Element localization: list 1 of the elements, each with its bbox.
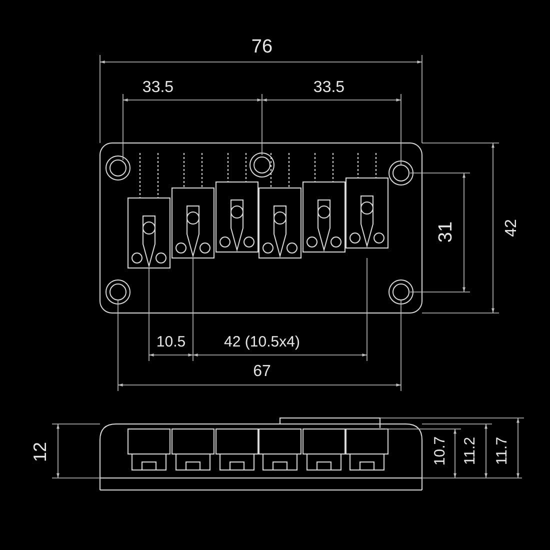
dimension-label: 42 (10.5x4) — [222, 334, 302, 350]
